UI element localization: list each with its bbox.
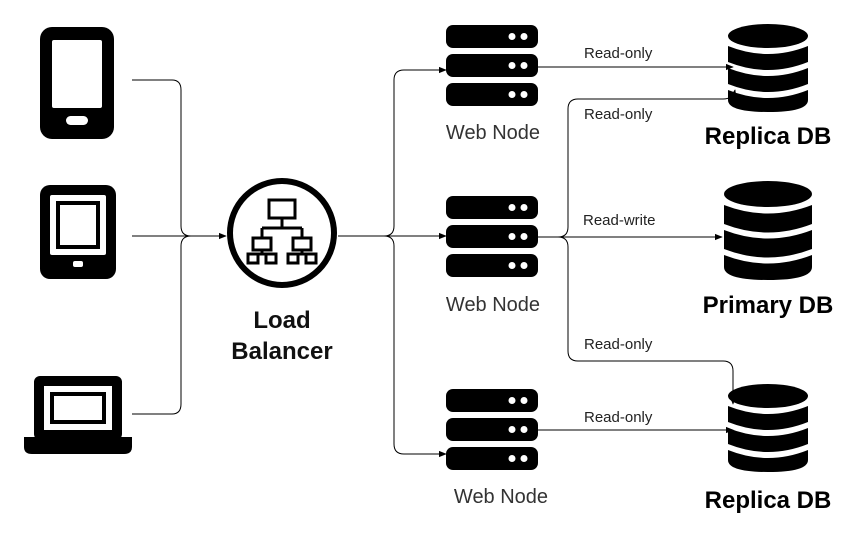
primary-db: Primary DB — [703, 181, 834, 319]
web-node-label: Web Node — [446, 294, 540, 316]
web-node-label: Web Node — [446, 122, 540, 144]
db-label: Replica DB — [705, 123, 832, 150]
web-node-top: Web Node — [446, 25, 540, 144]
load-balancer-ring — [227, 178, 337, 288]
edge-lb-to-web-top — [338, 66, 447, 237]
edge-label-bottom-to-replica2: Read-only — [584, 409, 653, 426]
network-hierarchy-icon — [246, 198, 318, 265]
load-balancer-label-line2: Balancer — [231, 338, 332, 365]
edge-web-mid-to-replica2 — [538, 236, 737, 405]
smartphone-icon — [40, 27, 114, 139]
database-icon — [728, 384, 808, 472]
laptop-icon — [24, 376, 132, 454]
edge-laptop-to-lb — [132, 235, 226, 415]
server-rack-icon — [446, 389, 538, 470]
database-icon — [728, 24, 808, 112]
web-node-bottom: Web Node — [446, 389, 548, 508]
edge-label-mid-to-replica1: Read-only — [584, 106, 653, 123]
db-label: Replica DB — [705, 487, 832, 514]
server-rack-icon — [446, 25, 538, 106]
load-balancer-label-line1: Load — [253, 307, 310, 334]
edge-label-mid-to-primary: Read-write — [583, 212, 656, 229]
load-balancer: Load Balancer — [227, 178, 337, 365]
connectors — [132, 63, 737, 458]
tablet-icon — [40, 185, 116, 279]
server-rack-icon — [446, 196, 538, 277]
web-node-middle: Web Node — [446, 196, 540, 316]
edge-label-mid-to-replica2: Read-only — [584, 336, 653, 353]
replica-db-top: Replica DB — [705, 24, 832, 150]
web-node-label: Web Node — [454, 486, 548, 508]
database-icon — [724, 181, 812, 280]
edge-lb-to-web-bottom — [338, 235, 447, 458]
replica-db-bottom: Replica DB — [705, 384, 832, 514]
edge-label-top-to-replica1: Read-only — [584, 45, 653, 62]
db-label: Primary DB — [703, 292, 834, 319]
edge-phone-to-lb — [132, 79, 227, 240]
